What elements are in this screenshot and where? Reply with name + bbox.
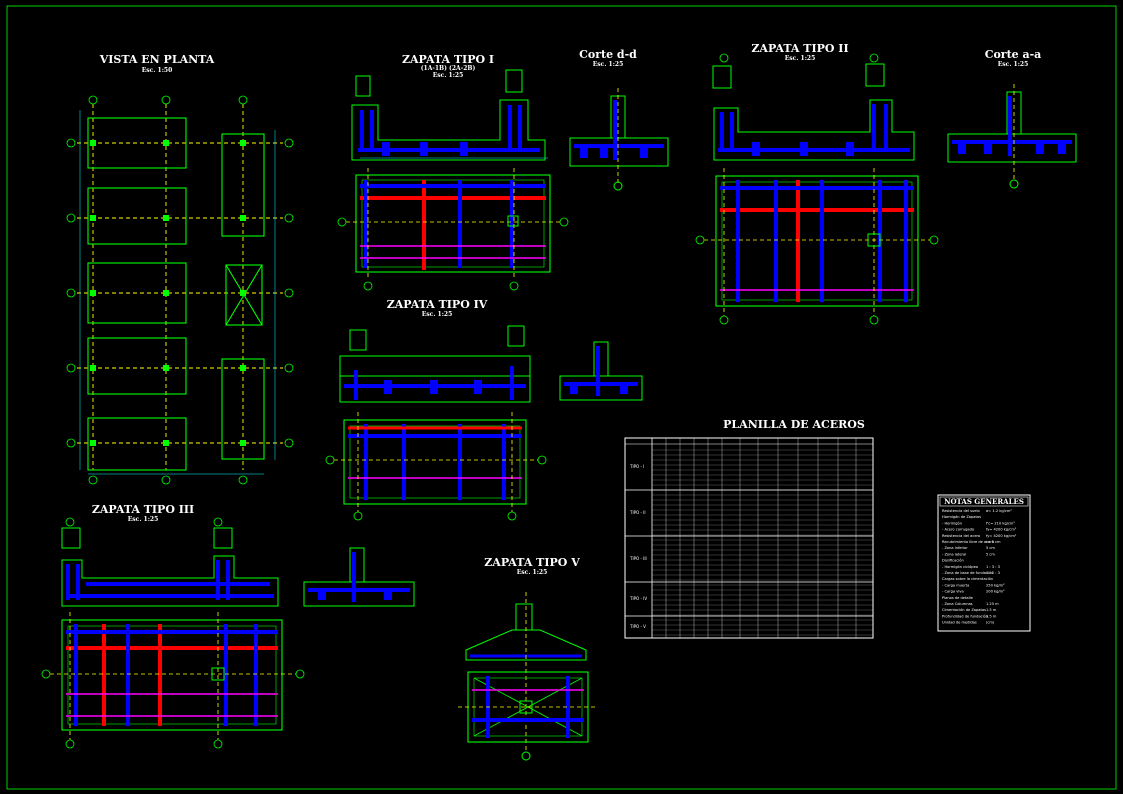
note-value: 1.5 m (986, 614, 997, 618)
zapata-tipo-1-subtitle: (1A-1B) (2A-2B) (421, 65, 476, 72)
steel-group-2: TIPO - II (629, 510, 646, 515)
note-value: fy= 4200 kg/cm² (986, 534, 1017, 538)
note-label: - Carga viva (942, 590, 964, 594)
steel-schedule-title: PLANILLA DE ACEROS (723, 418, 865, 431)
plan-title: VISTA EN PLANTA (99, 53, 215, 66)
zapata-tipo-2-scale: Esc. 1:25 (785, 55, 816, 62)
note-value: fy= 4200 kg/cm² (986, 528, 1017, 532)
zapata-tipo-1-drawing (337, 69, 569, 291)
zapata-tipo-2-drawing (695, 53, 939, 325)
note-label: Recubrimiento libre de acero (942, 540, 994, 544)
sheet-frame (6, 5, 1117, 790)
note-label: - Hormigón ciclópeo (942, 565, 978, 569)
steel-group-4: TIPO - IV (629, 596, 647, 601)
cut-aa-scale: Esc. 1:25 (998, 61, 1029, 68)
zapata-tipo-5-drawing (458, 592, 596, 761)
zapata-tipo-4-drawing (325, 325, 547, 521)
zapata-tipo-4-title: ZAPATA TIPO IV (387, 298, 488, 311)
note-value: (cm) (986, 621, 995, 625)
note-label: Cimentación de Zapatas (942, 608, 986, 612)
steel-group-1: TIPO - I (629, 464, 644, 469)
note-value: r= 5 cm (986, 540, 1001, 544)
cut-aa-title: Corte a-a (985, 48, 1042, 61)
notes-title: NOTAS GENERALES (944, 497, 1024, 506)
plan-scale: Esc. 1:50 (142, 67, 173, 74)
zapata-tipo-1-title: ZAPATA TIPO I (402, 53, 494, 66)
cut-tipo-3-drawing (303, 547, 415, 607)
note-label: Dosificación (942, 559, 964, 563)
note-label: Hormigón de Zapatas (942, 515, 981, 519)
note-value: 5 cm (986, 546, 995, 550)
zapata-tipo-5-title: ZAPATA TIPO V (484, 556, 580, 569)
note-label: - Carga muerta (942, 583, 969, 587)
note-value: f'c= 210 kg/cm² (986, 521, 1015, 525)
zapata-tipo-3-drawing (41, 517, 305, 749)
note-value: σ= 1.2 kg/cm² (986, 509, 1012, 513)
note-value: 1 : 2 : 3 (986, 571, 1000, 575)
zapata-tipo-3-scale: Esc. 1:25 (128, 516, 159, 523)
note-value: 1.25 m (986, 602, 999, 606)
note-value: 5 cm (986, 552, 995, 556)
note-label: - Zona de base de fundación (942, 571, 993, 575)
note-label: Resistencia del suelo (942, 509, 980, 513)
note-value: 1 : 3 : 3 (986, 565, 1000, 569)
zapata-tipo-3-title: ZAPATA TIPO III (92, 503, 194, 516)
note-label: Profundidad de fundación (942, 614, 988, 618)
general-notes-box: NOTAS GENERALES Resistencia del suelo σ= … (937, 494, 1031, 632)
note-value: 250 kg/m² (986, 583, 1005, 587)
note-label: - Zona inferior (942, 546, 968, 550)
cut-dd-scale: Esc. 1:25 (593, 61, 624, 68)
note-value: 200 kg/m² (986, 590, 1005, 594)
steel-group-5: TIPO - V (629, 624, 646, 629)
steel-group-3: TIPO - III (629, 556, 647, 561)
cut-aa-drawing (947, 84, 1077, 189)
note-label: Cargas sobre la cimentación (942, 577, 993, 581)
note-label: - Zona lateral (942, 552, 966, 556)
plan-view (66, 95, 294, 485)
note-label: Unidad de medidas (942, 621, 977, 625)
zapata-tipo-2-title: ZAPATA TIPO II (751, 42, 848, 55)
note-label: Planos de detalle (942, 596, 974, 600)
cut-dd-title: Corte d-d (579, 48, 637, 61)
cut-tipo-4-drawing (559, 341, 643, 401)
zapata-tipo-4-scale: Esc. 1:25 (422, 311, 453, 318)
note-label: - Zona Columnas (942, 602, 973, 606)
zapata-tipo-5-scale: Esc. 1:25 (517, 569, 548, 576)
note-value: 1.5 m (986, 608, 997, 612)
note-label: Resistencia del acero (942, 534, 980, 538)
note-label: - Hormigón (942, 521, 962, 525)
cut-dd-drawing (569, 88, 669, 191)
zapata-tipo-1-scale: Esc. 1:25 (433, 72, 464, 79)
steel-schedule-table: TIPO - I TIPO - II TIPO - III TIPO - IV … (624, 437, 874, 639)
note-label: - Acero corrugado (942, 528, 974, 532)
